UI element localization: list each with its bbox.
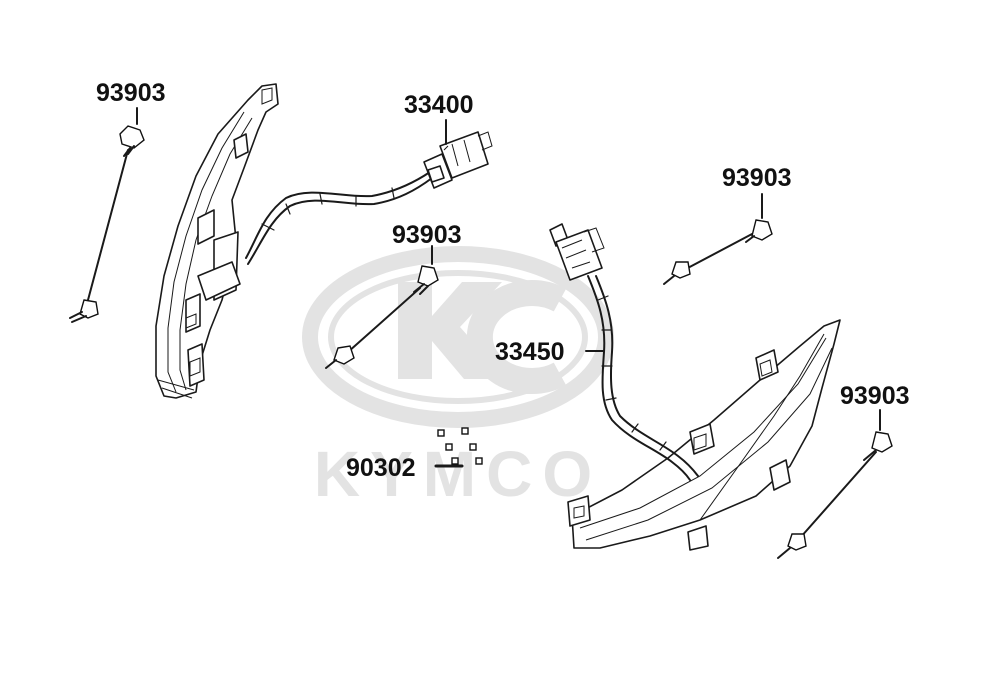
kymco-watermark-logo: [302, 246, 614, 428]
left-socket-connector: [427, 165, 445, 183]
left-wire-harness: [245, 131, 493, 265]
right-turn-signal-assembly: [567, 319, 841, 551]
part-label-93903-middle: 93903: [392, 221, 462, 249]
part-label-93903-right-upper: 93903: [722, 164, 792, 192]
leader-lines: [136, 107, 881, 431]
part-label-93903-right-lower: 93903: [840, 382, 910, 410]
clips-90302-icon: [434, 427, 483, 468]
part-label-33450: 33450: [495, 338, 565, 366]
right-wire-harness: [549, 223, 699, 481]
part-label-90302: 90302: [346, 454, 416, 482]
left-turn-signal-assembly: [155, 83, 279, 399]
part-label-33400: 33400: [404, 91, 474, 119]
screw-93903-right-lower-icon: [777, 431, 893, 559]
screw-93903-right-upper-icon: [663, 219, 773, 285]
screw-93903-top-left-icon: [69, 125, 145, 323]
part-label-93903-top-left: 93903: [96, 79, 166, 107]
watermark-brand-text: KYMCO: [314, 438, 602, 510]
screw-93903-middle-icon: [325, 265, 439, 369]
